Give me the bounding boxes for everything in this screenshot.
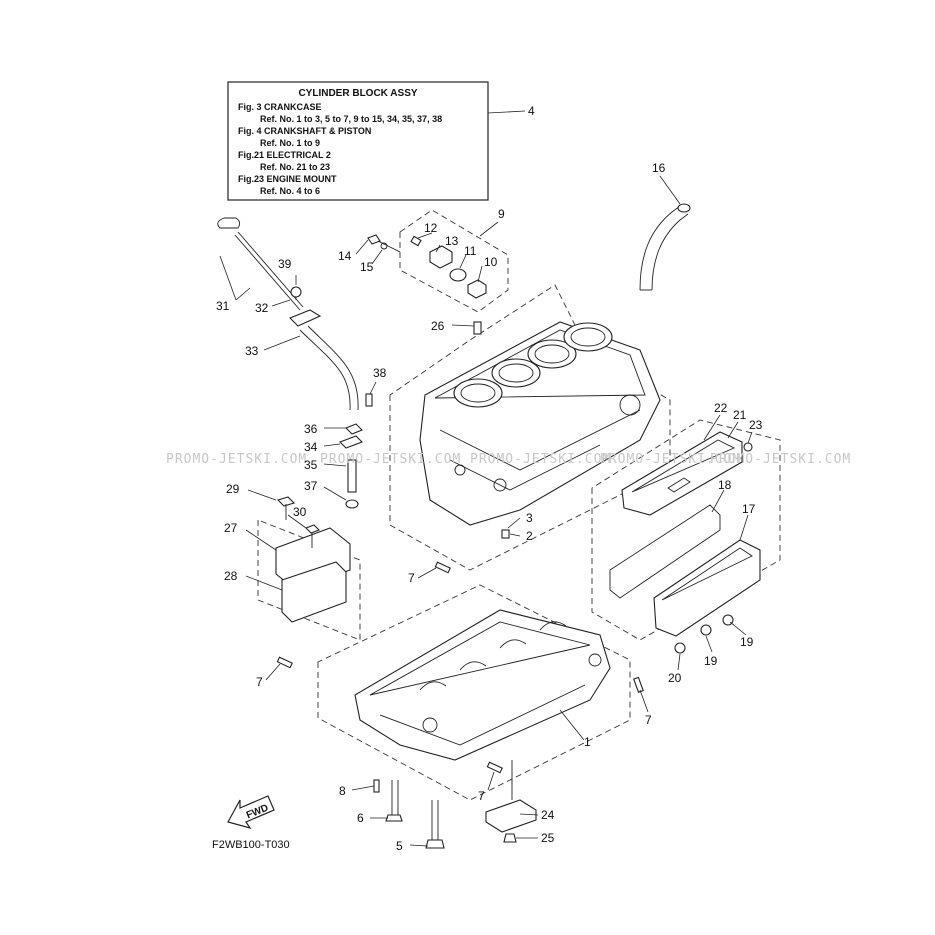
callout-label: 11 [464,244,477,258]
info-box-line: Fig. 3 CRANKCASE [238,102,322,112]
callout-label: 23 [749,418,763,432]
hose [639,203,691,291]
callout-label: 7 [645,713,652,727]
callout-label: 31 [216,299,230,313]
callout-label: 33 [245,344,259,358]
callout-label: 29 [226,482,240,496]
callout-label: 30 [293,505,307,519]
callout-label: 24 [541,808,555,822]
watermark-text: PROMO-JETSKI.COM [600,452,741,467]
sensor-group [367,234,487,299]
callout-label: 7 [256,675,263,689]
callout-label: 36 [304,422,318,436]
callout-label: 37 [304,479,318,493]
callout-label: 19 [740,635,754,649]
callout-label: 15 [360,260,374,274]
callout-label: 25 [541,831,555,845]
mount-plates [275,496,351,623]
callout-label: 17 [742,502,756,516]
dipstick-assembly [217,217,359,411]
callout-label: 6 [357,811,364,825]
watermark-text: PROMO-JETSKI.COM [166,452,307,467]
callout-label: 14 [338,249,352,263]
callout-label: 38 [373,366,387,380]
crankcase [354,609,611,761]
callout-label: 7 [478,789,485,803]
callout-label: 4 [528,104,535,118]
callout-label: 26 [431,319,445,333]
callout-label: 18 [718,478,732,492]
forward-arrow-icon: FWD [227,795,275,830]
info-box-line: Ref. No. 21 to 23 [260,162,330,172]
callout-label: 35 [304,458,318,472]
callout-label: 28 [224,569,238,583]
callout-label: 22 [714,401,728,415]
callout-label: 21 [733,408,747,422]
callout-label: 8 [339,784,346,798]
watermark-text: PROMO-JETSKI.COM [470,452,611,467]
callout-label: 39 [278,257,292,271]
info-box: CYLINDER BLOCK ASSY Fig. 3 CRANKCASE Ref… [227,81,489,201]
side-cover [609,504,761,654]
callout-label: 10 [484,255,498,269]
dashed-outlines [257,209,781,801]
diagram-code: F2WB100-T030 [212,839,290,851]
fittings [339,321,510,539]
info-box-line: Fig. 4 CRANKSHAFT & PISTON [238,126,371,136]
callout-label: 12 [424,221,438,235]
callout-label: 2 [526,529,533,543]
watermark-text: PROMO-JETSKI.COM [320,452,461,467]
callout-label: 27 [224,521,238,535]
info-box-line: Fig.21 ELECTRICAL 2 [238,150,331,160]
pins-bolts [276,561,644,849]
electrical-plate [621,431,753,516]
cylinder-block [419,321,661,526]
callout-label: 20 [668,671,682,685]
leader-lines [219,110,753,847]
callout-label: 19 [704,654,718,668]
callout-label: 13 [445,234,459,248]
info-box-title: CYLINDER BLOCK ASSY [298,88,417,99]
watermark-text: PROMO-JETSKI.COM [710,452,851,467]
callout-label: 9 [498,207,505,221]
info-box-line: Ref. No. 1 to 3, 5 to 7, 9 to 15, 34, 35… [260,114,442,124]
info-box-line: Ref. No. 4 to 6 [260,186,320,196]
callout-label: 5 [396,839,403,853]
callout-labels: 4 9 12 13 11 10 14 15 16 39 31 32 33 26 … [216,104,763,853]
engine-mount-bracket [485,760,537,843]
callout-label: 1 [584,735,591,749]
callout-label: 7 [408,571,415,585]
callout-label: 32 [255,301,269,315]
info-box-line: Ref. No. 1 to 9 [260,138,320,148]
info-box-line: Fig.23 ENGINE MOUNT [238,174,337,184]
callout-label: 34 [304,440,318,454]
watermark: PROMO-JETSKI.COM PROMO-JETSKI.COM PROMO-… [166,452,851,467]
callout-label: 3 [526,511,533,525]
callout-label: 16 [652,161,666,175]
